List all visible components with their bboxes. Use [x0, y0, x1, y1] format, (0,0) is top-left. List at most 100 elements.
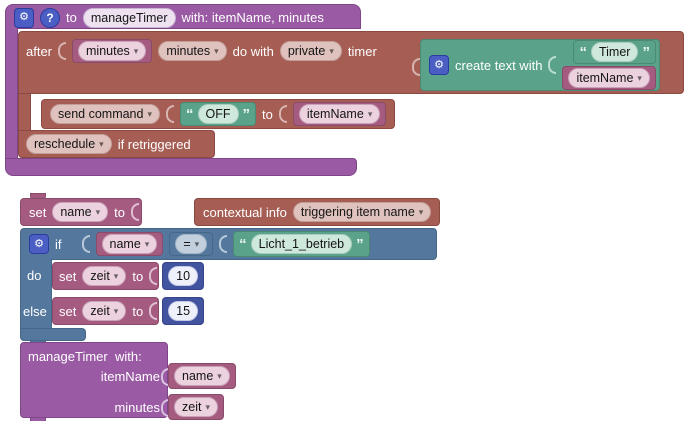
timer-label: timer [347, 43, 377, 59]
set-zeit-block[interactable]: set zeit▾ to [52, 262, 160, 290]
set-label: set [59, 268, 77, 284]
chevron-down-icon: ▾ [367, 108, 373, 119]
text-field[interactable]: OFF [197, 104, 239, 124]
value-socket [278, 105, 287, 123]
to-label: to [262, 106, 273, 122]
comparison-operator-block[interactable]: =▾ [169, 232, 214, 256]
call-param-itemname: itemName [100, 369, 160, 384]
to-label: to [66, 10, 77, 25]
function-def-bottom-bar [5, 158, 357, 176]
number-field[interactable]: 10 [168, 266, 199, 286]
chevron-down-icon: ▾ [194, 238, 200, 249]
variable-block-zeit-arg[interactable]: zeit▾ [168, 394, 224, 420]
operator-dropdown[interactable]: =▾ [175, 234, 208, 254]
scope-dropdown[interactable]: private▾ [279, 41, 342, 61]
chevron-down-icon: ▾ [95, 206, 101, 217]
text-field[interactable]: Timer [590, 42, 639, 62]
chevron-down-icon: ▾ [217, 370, 222, 381]
function-def-header[interactable]: ⚙ ? to manageTimer with: itemName, minut… [5, 4, 361, 29]
chevron-down-icon: ▾ [418, 206, 424, 217]
call-param-minutes: minutes [114, 400, 160, 415]
variable-block-name[interactable]: name▾ [95, 232, 164, 256]
number-block[interactable]: 10 [162, 262, 205, 290]
variable-dropdown[interactable]: itemName▾ [568, 68, 650, 88]
chevron-down-icon: ▾ [329, 45, 334, 56]
set-zeit-block[interactable]: set zeit▾ to [52, 297, 160, 325]
gear-icon[interactable]: ⚙ [429, 55, 449, 75]
close-quote-icon: ” [642, 43, 650, 61]
if-label: if [55, 236, 62, 252]
variable-block-itemname[interactable]: itemName▾ [292, 102, 387, 126]
variable-block-name-arg[interactable]: name▾ [168, 363, 236, 389]
if-retriggered-label: if retriggered [117, 136, 191, 152]
after-timer-spine [18, 94, 31, 130]
function-name-field[interactable]: manageTimer [82, 7, 176, 28]
if-block-footer [20, 328, 86, 341]
string-block-timer[interactable]: “ Timer ” [573, 40, 656, 64]
value-socket [219, 235, 228, 253]
set-name-block[interactable]: set name▾ to [20, 198, 142, 226]
variable-block-minutes[interactable]: minutes▾ [72, 39, 153, 63]
if-block-header[interactable]: ⚙ if name▾ =▾ “ Licht_1_betrieb ” [20, 228, 437, 260]
chevron-down-icon: ▾ [113, 305, 119, 316]
create-text-block[interactable]: ⚙ create text with “ Timer ” itemName▾ [412, 39, 660, 91]
function-def-left-spine [5, 28, 18, 160]
variable-dropdown[interactable]: zeit▾ [82, 266, 127, 286]
value-socket [161, 368, 169, 386]
chevron-down-icon: ▾ [99, 138, 104, 149]
chevron-down-icon: ▾ [214, 45, 219, 56]
after-label: after [26, 43, 53, 59]
to-label: to [132, 303, 144, 319]
close-quote-icon: ” [356, 235, 364, 253]
value-socket [131, 203, 139, 221]
set-label: set [59, 303, 77, 319]
gear-icon[interactable]: ⚙ [14, 7, 34, 28]
close-quote-icon: ” [242, 105, 251, 123]
call-name-label: manageTimer with: [28, 349, 142, 364]
if-block-spine [20, 259, 52, 330]
variable-dropdown[interactable]: zeit▾ [174, 397, 218, 417]
do-label: do [27, 268, 42, 283]
set-label: set [29, 204, 47, 220]
value-socket [58, 42, 67, 60]
variable-dropdown[interactable]: zeit▾ [82, 301, 127, 321]
gear-icon[interactable]: ⚙ [29, 234, 49, 254]
chevron-down-icon: ▾ [133, 45, 139, 56]
help-icon[interactable]: ? [40, 7, 60, 28]
chevron-down-icon: ▾ [144, 238, 150, 249]
create-text-label: create text with [455, 57, 543, 73]
value-socket [548, 56, 557, 74]
value-socket [149, 267, 158, 285]
string-block-licht[interactable]: “ Licht_1_betrieb ” [233, 231, 370, 257]
chevron-down-icon: ▾ [205, 401, 210, 412]
open-quote-icon: “ [186, 105, 194, 123]
send-command-block[interactable]: send command▾ “ OFF ” to itemName▾ [41, 99, 396, 129]
contextual-info-block[interactable]: contextual info triggering item name▾ [194, 198, 441, 226]
function-call-block[interactable] [20, 342, 168, 418]
variable-block-itemname[interactable]: itemName▾ [562, 66, 656, 90]
number-field[interactable]: 15 [168, 301, 199, 321]
string-block-off[interactable]: “ OFF ” [180, 102, 256, 126]
text-field[interactable]: Licht_1_betrieb [250, 234, 353, 254]
variable-dropdown[interactable]: name▾ [52, 202, 109, 222]
variable-dropdown[interactable]: name▾ [174, 366, 230, 386]
else-label: else [23, 304, 47, 319]
value-socket [149, 302, 158, 320]
command-type-dropdown[interactable]: send command▾ [50, 104, 160, 124]
chevron-down-icon: ▾ [147, 108, 152, 119]
next-connector-tab [30, 417, 46, 421]
context-dropdown[interactable]: triggering item name▾ [292, 202, 432, 222]
to-label: to [132, 268, 144, 284]
variable-dropdown[interactable]: minutes▾ [78, 41, 147, 61]
value-socket [81, 235, 90, 253]
contextual-info-label: contextual info [203, 204, 287, 220]
open-quote-icon: “ [239, 235, 247, 253]
do-with-label: do with [232, 43, 274, 59]
time-unit-dropdown[interactable]: minutes▾ [158, 41, 227, 61]
variable-dropdown[interactable]: itemName▾ [298, 104, 381, 124]
variable-dropdown[interactable]: name▾ [101, 234, 158, 254]
number-block[interactable]: 15 [162, 297, 205, 325]
to-label: to [114, 204, 125, 220]
reschedule-dropdown[interactable]: reschedule▾ [26, 134, 112, 154]
